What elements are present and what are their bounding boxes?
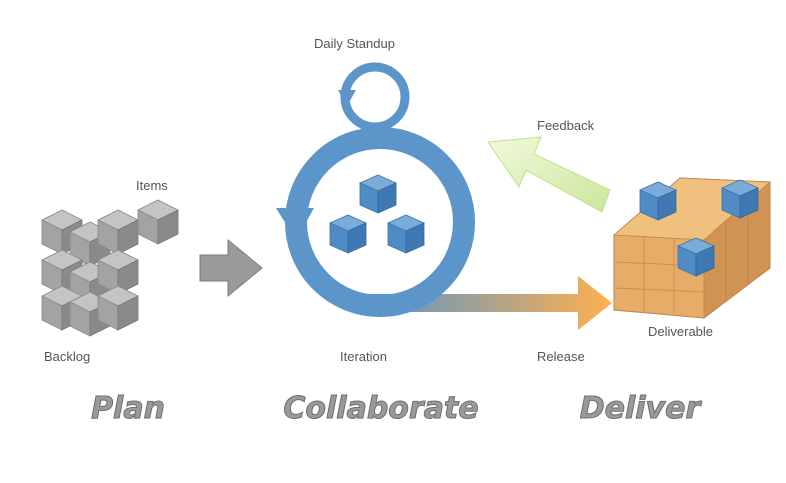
feedback-label: Feedback — [537, 118, 595, 133]
iteration-label: Iteration — [340, 349, 387, 364]
backlog-label: Backlog — [44, 349, 90, 364]
iteration-cubes — [329, 174, 425, 254]
deliverable-label: Deliverable — [648, 324, 713, 339]
deliverable-cube — [721, 179, 759, 219]
phase-title-collaborate: Collaborate — [283, 391, 478, 426]
deliverable-cube — [639, 181, 677, 221]
backlog-stack — [41, 209, 139, 337]
daily-standup-label: Daily Standup — [314, 36, 395, 51]
phase-title-deliver: Deliver — [580, 391, 703, 426]
plan-to-iteration-arrow — [199, 238, 263, 298]
iteration-cycle-arrowhead — [276, 208, 314, 240]
items-label: Items — [136, 178, 168, 193]
phase-title-plan: Plan — [91, 391, 165, 426]
iteration-cube — [387, 214, 425, 254]
release-arrow — [370, 276, 612, 330]
backlog-cube — [97, 285, 139, 331]
iteration-cube — [359, 174, 397, 214]
daily-standup-arrowhead — [338, 90, 356, 106]
deliverable-block — [612, 177, 772, 319]
backlog-cube — [97, 209, 139, 255]
item-cube — [137, 199, 179, 245]
iteration-cube — [329, 214, 367, 254]
deliverable-cube — [677, 237, 715, 277]
feedback-arrow — [487, 136, 611, 213]
iteration-cycle — [276, 127, 475, 317]
daily-standup-cycle — [338, 62, 410, 132]
release-label: Release — [537, 349, 585, 364]
